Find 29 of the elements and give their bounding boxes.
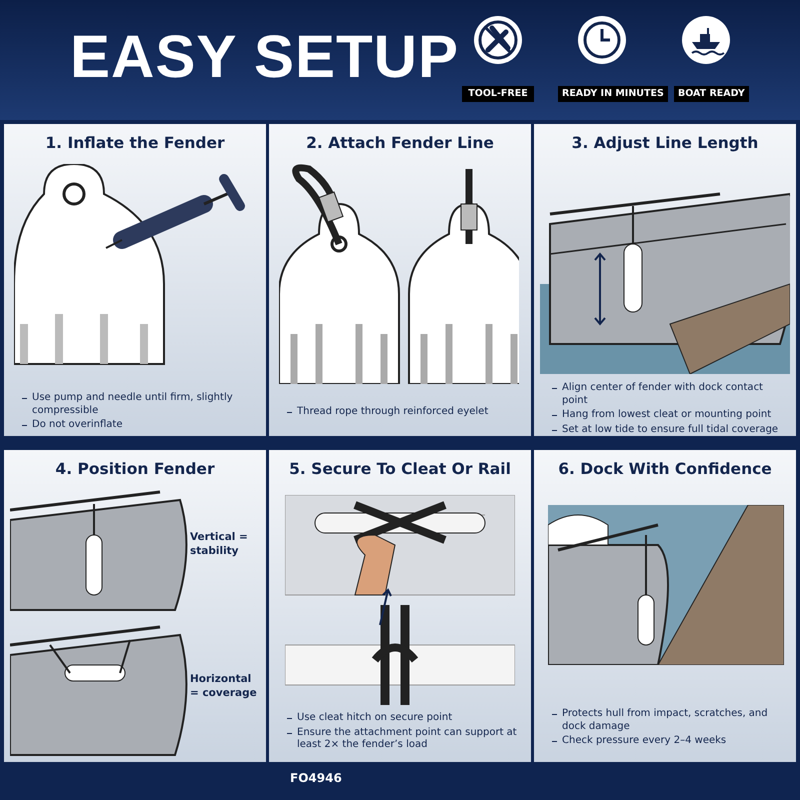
step-heading: 3. Adjust Line Length [570,134,760,152]
step-panel [269,450,531,762]
icon-caption: TOOL-FREE [462,86,534,102]
step-panel [269,124,531,436]
bullet-text: Use pump and needle until firm, slightly compressible [32,392,234,417]
bullet-text: Align center of fender with dock contact point [562,382,764,407]
orientation-note: Vertical = stability [190,530,249,558]
step-panel [4,450,266,762]
step-panel [534,450,796,762]
bullet-text: Check pressure every 2–4 weeks [562,735,728,748]
product-code: FO4946 [290,771,342,785]
title: EASY SETUP [70,22,460,91]
orientation-note: Horizontal = coverage [190,672,258,700]
step-heading: 6. Dock With Confidence [557,460,773,478]
step-panel [4,124,266,436]
bullet-text: Use cleat hitch on secure point [297,712,454,724]
step-heading: 1. Inflate the Fender [44,134,226,152]
bullet-text: Thread rope through reinforced eyelet [297,406,490,418]
step-heading: 4. Position Fender [54,460,216,478]
bullet-text: Protects hull from impact, scratches, and dock damage [562,708,769,733]
icon-caption: BOAT READY [674,86,749,102]
step-panel [534,124,796,436]
bullet-text: Do not overinflate [32,419,124,432]
bullet-text: Hang from lowest cleat or mounting point [562,409,772,422]
bullet-text: Set at low tide to ensure full tidal coverage [562,424,780,436]
step-heading: 2. Attach Fender Line [305,134,495,152]
bullet-text: Ensure the attachment point can support at least 2× the fender’s load [297,726,518,752]
step-heading: 5. Secure To Cleat Or Rail [288,460,512,478]
icon-caption: READY IN MINUTES [558,86,668,102]
